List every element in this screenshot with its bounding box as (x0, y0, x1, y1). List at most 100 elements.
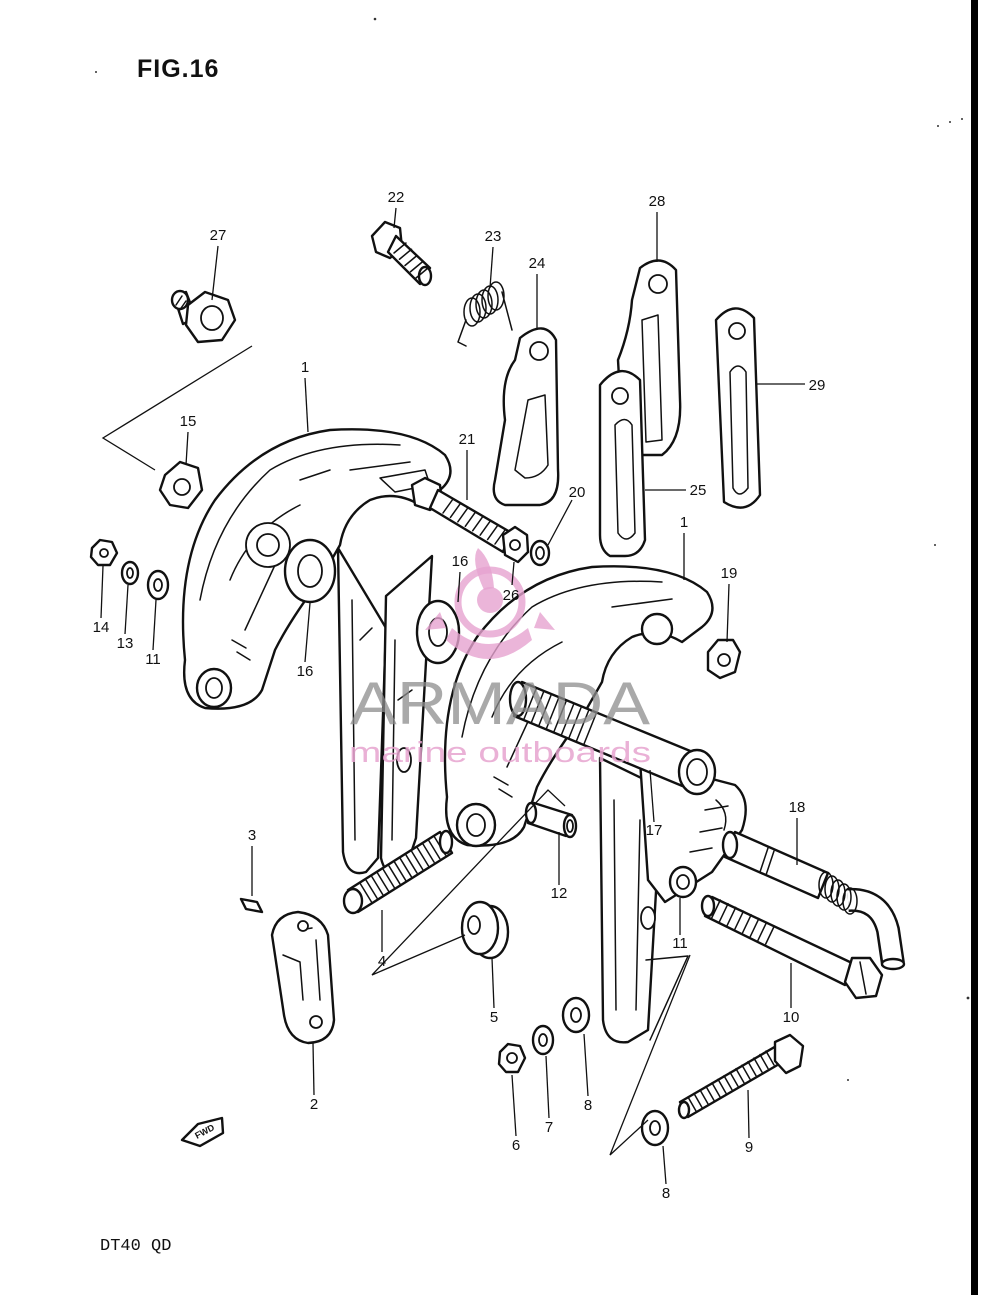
callout-label: 5 (490, 1009, 498, 1026)
thread-mark (764, 925, 776, 945)
nut-14 (89, 538, 119, 567)
model-label: DT40 QD (100, 1237, 171, 1256)
thread-mark (693, 1092, 703, 1109)
watermark-propeller-icon (425, 548, 555, 659)
thread-mark (415, 267, 429, 279)
shaft-17 (508, 680, 717, 796)
callout-label: 16 (452, 553, 469, 570)
thread-mark (376, 872, 390, 892)
thread-mark (479, 520, 491, 536)
thread-mark (718, 902, 729, 923)
thread-mark (486, 524, 499, 541)
screw-4 (342, 829, 454, 915)
thread-mark (765, 1050, 775, 1066)
callout-label: 4 (378, 953, 386, 970)
thread-mark (530, 691, 545, 723)
thread-mark (729, 1071, 739, 1087)
thread-mark (464, 511, 477, 528)
leader-lines (100, 207, 805, 1185)
thread-mark (757, 921, 768, 942)
screw-21 (410, 476, 512, 554)
thread-mark (726, 906, 737, 927)
watermark-brand: ARMADA (350, 670, 650, 737)
callout-label: 25 (690, 482, 707, 499)
thread-mark (749, 917, 760, 938)
callout-label: 3 (248, 827, 256, 844)
thread-mark (575, 710, 590, 742)
thread-mark (399, 857, 413, 878)
bolt-10 (700, 894, 884, 1000)
thread-mark (422, 843, 435, 863)
thread-mark (428, 839, 441, 860)
tube-18 (721, 830, 906, 971)
bolt-22 (370, 220, 433, 287)
washer-20 (529, 539, 551, 567)
figure-title: FIG.16 (137, 55, 219, 83)
watermark-tagline: marine outboards (349, 737, 651, 769)
thread-mark (538, 694, 552, 726)
washer-11-left (146, 569, 170, 601)
thread-mark (398, 248, 413, 260)
callout-label: 21 (459, 431, 476, 448)
thread-mark (545, 697, 560, 730)
thread-mark (433, 836, 447, 856)
thread-mark (523, 688, 537, 720)
washer-8-upper (561, 996, 591, 1034)
callout-label: 8 (662, 1185, 670, 1202)
callout-label: 19 (721, 565, 738, 582)
thread-mark (560, 703, 575, 736)
thread-mark (457, 507, 469, 523)
thread-mark (717, 1078, 727, 1095)
nut-26 (501, 525, 530, 564)
callout-label: 6 (512, 1137, 520, 1154)
nut-19 (706, 638, 742, 680)
callout-label: 1 (680, 514, 688, 531)
thread-mark (710, 899, 722, 919)
sleeve-12 (524, 801, 578, 839)
callout-label: 8 (584, 1097, 592, 1114)
thread-mark (711, 1082, 721, 1098)
thread-mark (747, 1060, 757, 1077)
handle-2 (270, 910, 336, 1045)
thread-mark (583, 713, 597, 745)
plate-24 (492, 327, 560, 507)
callout-label: 29 (809, 377, 826, 394)
plate-29 (714, 307, 762, 509)
thread-mark (723, 1075, 733, 1091)
callout-label: 7 (545, 1119, 553, 1136)
thread-mark (759, 1053, 769, 1070)
right-bracket-rib (638, 758, 747, 904)
thread-mark (388, 865, 401, 885)
thread-mark (741, 914, 752, 934)
forward-direction-arrow: FWD (180, 1116, 225, 1148)
nut-15 (158, 460, 204, 510)
thread-mark (471, 515, 484, 532)
callout-label: 17 (646, 822, 663, 839)
washer-8-lower (640, 1109, 670, 1147)
callout-label: 11 (145, 651, 161, 668)
thread-mark (753, 1057, 763, 1073)
washer-16-left (283, 538, 337, 604)
lock-washer-13 (120, 560, 140, 586)
callout-label: 18 (789, 799, 806, 816)
callout-label: 27 (210, 227, 227, 244)
thread-mark (494, 529, 506, 545)
thread-mark (553, 700, 567, 733)
thread-mark (393, 242, 407, 254)
thread-mark (735, 1067, 745, 1084)
thread-mark (734, 910, 745, 930)
thread-mark (416, 847, 430, 867)
thread-mark (687, 1096, 697, 1112)
thread-mark (699, 1089, 709, 1105)
thread-mark (371, 876, 384, 896)
thread-mark (365, 879, 378, 900)
callout-label: 9 (745, 1139, 753, 1156)
callout-numbers: 27 22 23 24 28 29 1 15 21 20 25 1 16 26 … (93, 189, 826, 1202)
callout-label: 24 (529, 255, 546, 272)
thread-mark (410, 850, 424, 871)
thread-mark (382, 868, 396, 889)
callout-label: 15 (180, 413, 197, 430)
thread-mark (393, 861, 407, 882)
callout-label: 10 (783, 1009, 800, 1026)
